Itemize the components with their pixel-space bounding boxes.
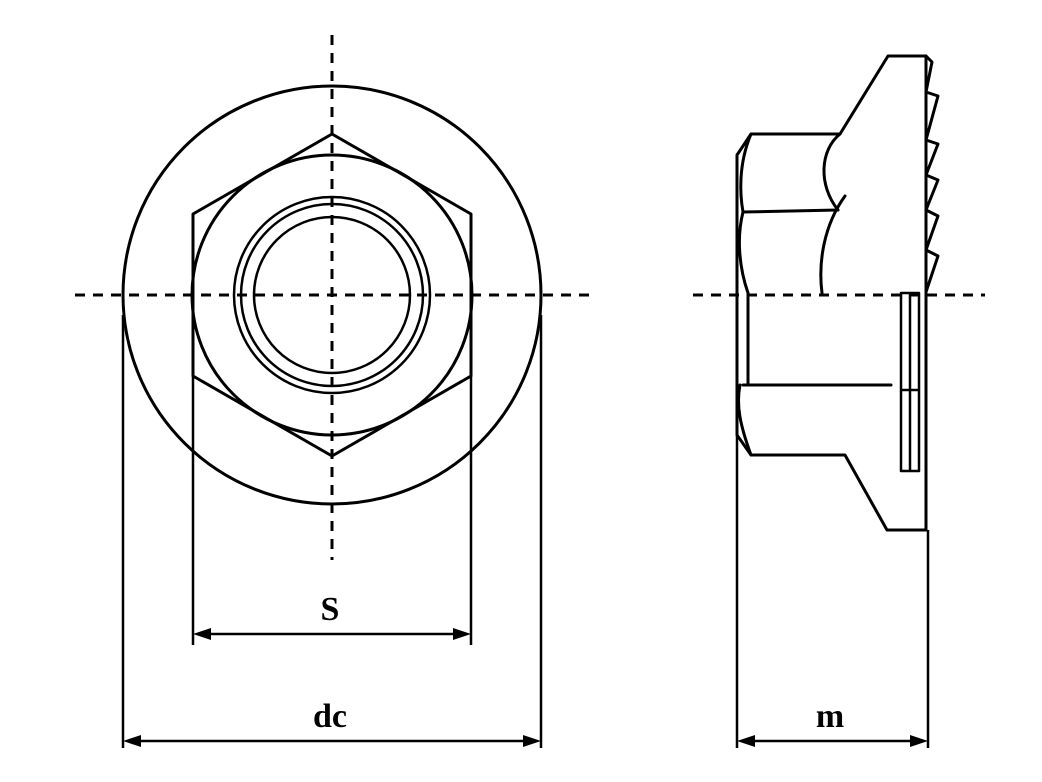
side-serrations (924, 54, 940, 294)
side-hex-curve-lower (819, 194, 847, 295)
thread-mid-circle (239, 202, 425, 388)
s-arrow-right (453, 628, 471, 640)
side-chamfer-left-lower (737, 383, 753, 457)
side-chamfer-left-mid (737, 210, 750, 295)
side-outline (735, 54, 928, 532)
s-arrow-left (193, 628, 211, 640)
dc-dimension-label: dc (313, 698, 347, 735)
flange-outer-circle (121, 84, 543, 506)
side-hex-curve-upper (822, 132, 842, 212)
side-chamfer-left-upper (739, 132, 753, 214)
side-hex-flat-top (741, 208, 840, 214)
dc-arrow-right (523, 735, 541, 747)
side-view: m (693, 54, 985, 748)
dc-arrow-left (123, 735, 141, 747)
m-arrow-left (737, 735, 755, 747)
m-arrow-right (910, 735, 928, 747)
m-dimension-label: m (816, 698, 844, 735)
thread-outer-circle (232, 195, 432, 395)
s-dimension-label: S (321, 591, 340, 628)
hex-outline (191, 132, 473, 458)
hex-chamfer-circle (190, 153, 474, 437)
front-view: S dc (75, 35, 590, 748)
thread-minor-circle (252, 215, 412, 375)
